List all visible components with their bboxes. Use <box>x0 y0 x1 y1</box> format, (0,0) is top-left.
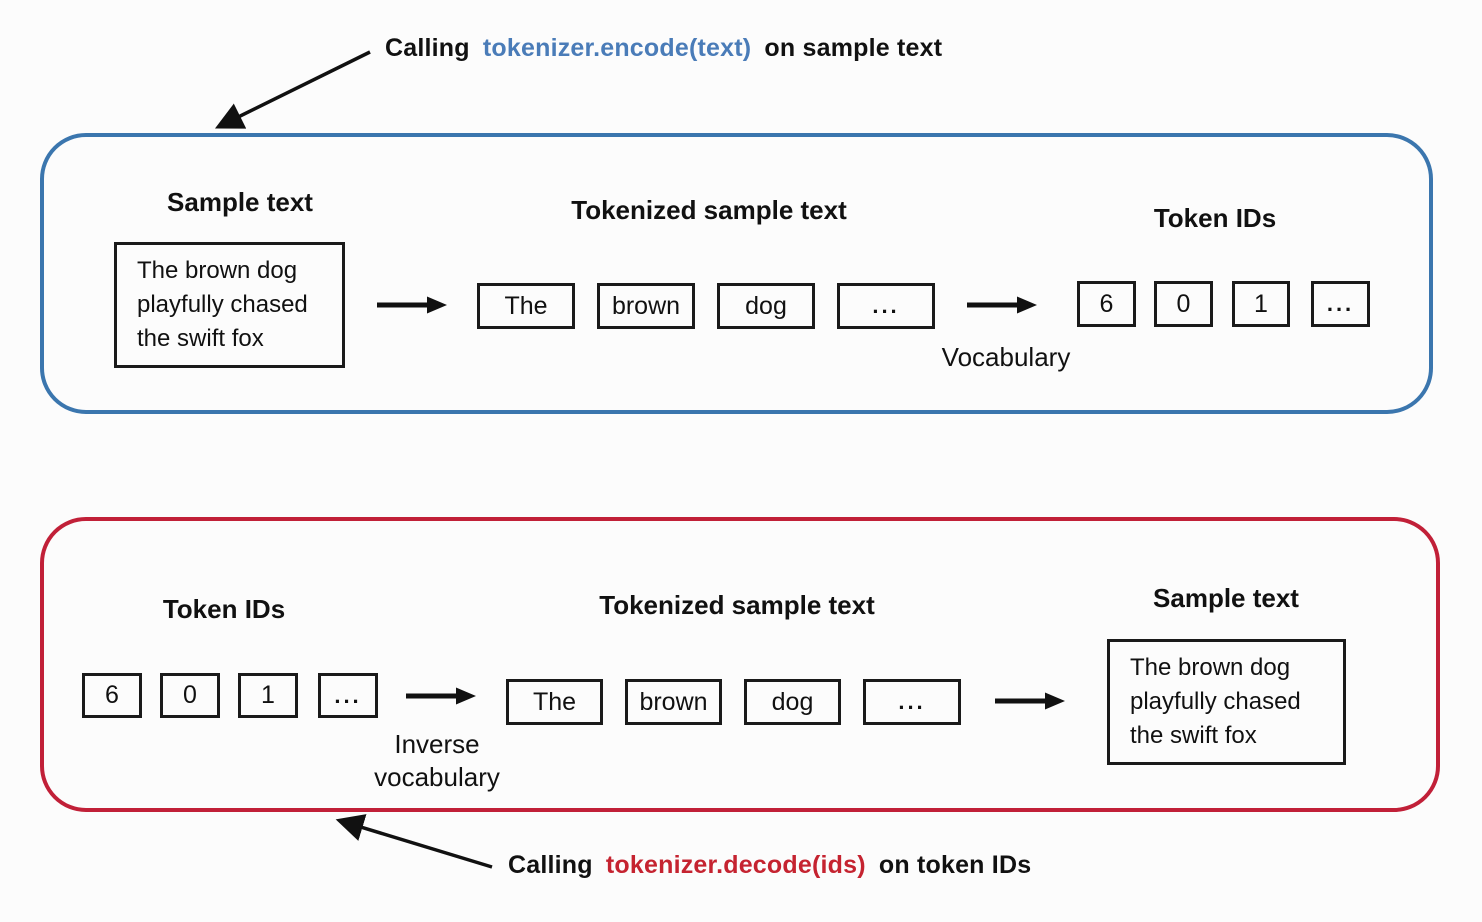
encode-token-box-ellipsis: ... <box>837 283 935 329</box>
inverse-label-line-1: Inverse <box>394 729 480 759</box>
encode-id-box-2: 0 <box>1154 281 1213 327</box>
decode-sample-text-box: The brown dog playfully chased the swift… <box>1107 639 1346 765</box>
encode-token-box-3: dog <box>717 283 815 329</box>
encode-id-box-1: 6 <box>1077 281 1136 327</box>
decode-caption-code: tokenizer.decode(ids) <box>605 851 866 879</box>
decode-flow-arrow-1 <box>406 687 476 705</box>
encode-caption-code: tokenizer.encode(text) <box>482 34 752 62</box>
decode-inverse-vocabulary-label: Inverse vocabulary <box>374 728 500 794</box>
decode-id-box-3: 1 <box>238 673 298 718</box>
decode-sample-line-1: The brown dog <box>1130 654 1291 681</box>
encode-caption-suffix: on sample text <box>764 34 943 62</box>
encode-panel: Sample text The brown dog playfully chas… <box>40 133 1433 414</box>
encode-caption: Calling tokenizer.encode(text) on sample… <box>385 34 942 63</box>
decode-token-box-2: brown <box>625 679 722 725</box>
decode-id-box-ellipsis: ... <box>318 673 378 718</box>
decode-tokenized-heading: Tokenized sample text <box>599 590 875 620</box>
encode-ids-heading: Token IDs <box>1153 203 1277 233</box>
encode-sample-text-box: The brown dog playfully chased the swift… <box>114 242 345 368</box>
encode-annotation-arrow <box>214 50 371 129</box>
encode-token-box-1: The <box>477 283 575 329</box>
decode-caption-prefix: Calling <box>508 851 593 879</box>
encode-sample-line-2: playfully chased <box>137 291 308 318</box>
encode-sample-line-3: the swift fox <box>137 325 264 352</box>
decode-ids-heading: Token IDs <box>162 594 286 624</box>
decode-id-box-1: 6 <box>82 673 142 718</box>
decode-annotation-arrow <box>335 814 493 869</box>
encode-tokenized-heading: Tokenized sample text <box>571 195 847 225</box>
decode-sample-line-2: playfully chased <box>1130 688 1301 715</box>
decode-sample-line-3: the swift fox <box>1130 722 1257 749</box>
encode-sample-heading: Sample text <box>167 187 313 217</box>
inverse-label-line-2: vocabulary <box>374 762 500 792</box>
decode-panel: Token IDs 6 0 1 ... Inverse vocabulary T… <box>40 517 1440 812</box>
decode-sample-heading: Sample text <box>1153 583 1299 613</box>
decode-caption: Calling tokenizer.decode(ids) on token I… <box>508 851 1031 880</box>
decode-id-box-2: 0 <box>160 673 220 718</box>
encode-id-box-ellipsis: ... <box>1311 281 1370 327</box>
decode-token-box-1: The <box>506 679 603 725</box>
encode-caption-prefix: Calling <box>385 34 470 62</box>
decode-token-box-ellipsis: ... <box>863 679 961 725</box>
encode-flow-arrow-2 <box>967 296 1037 314</box>
decode-flow-arrow-2 <box>995 692 1065 710</box>
encode-id-box-3: 1 <box>1232 281 1290 327</box>
encode-flow-arrow-1 <box>377 296 447 314</box>
encode-sample-line-1: The brown dog <box>137 257 298 284</box>
encode-vocabulary-label: Vocabulary <box>941 342 1071 372</box>
decode-caption-suffix: on token IDs <box>878 851 1032 879</box>
encode-token-box-2: brown <box>597 283 695 329</box>
decode-token-box-3: dog <box>744 679 841 725</box>
